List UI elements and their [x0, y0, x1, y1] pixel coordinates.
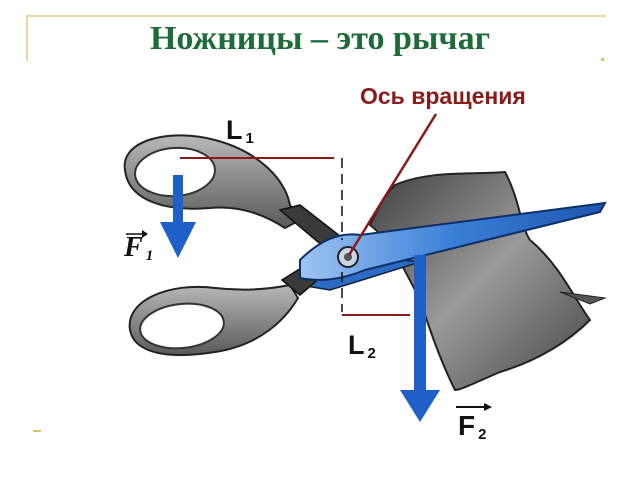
f2-arrow-shaft	[414, 255, 426, 395]
f2-arrow-head	[400, 390, 440, 422]
upper-blade	[299, 201, 607, 281]
f1-arrow-shaft	[173, 175, 183, 225]
f1-sub: 1	[145, 248, 154, 264]
l2-sub: 2	[367, 345, 376, 362]
slide-title: Ножницы – это рычаг	[149, 20, 491, 57]
l2-main: L	[348, 330, 365, 360]
frame-left-line	[26, 15, 28, 61]
f1-main: F	[124, 232, 143, 263]
frame-top-line	[26, 15, 606, 17]
f2-main: F	[458, 410, 476, 441]
paper-sheet	[368, 170, 592, 392]
f1-vector-head	[142, 230, 148, 238]
l1-main: L	[226, 115, 243, 145]
frame-dot	[601, 58, 604, 61]
lower-handle-hole	[139, 302, 225, 350]
f2-vector-head	[484, 403, 492, 411]
rotation-axis-label: Ось вращения	[360, 83, 526, 109]
l1-sub: 1	[245, 130, 254, 147]
f2-sub: 2	[478, 426, 487, 443]
f1-arrow-head	[160, 222, 196, 258]
axis-pointer-line	[347, 113, 438, 256]
paper-tail	[559, 291, 607, 305]
corner-dash	[33, 430, 41, 432]
